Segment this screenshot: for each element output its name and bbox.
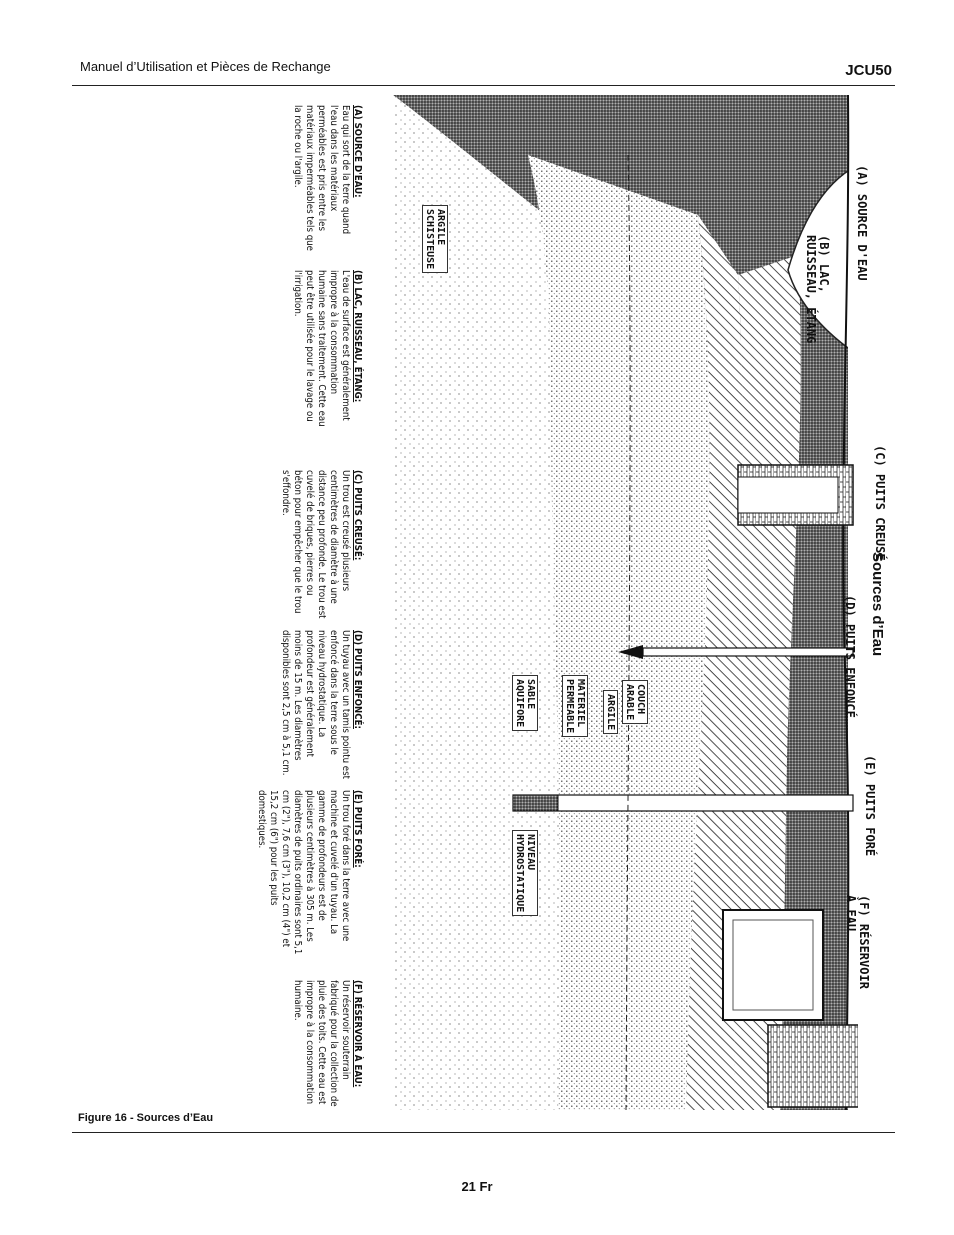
stratum-niveau-hydrostatique: NIVEAU HYDROSTATIQUE: [512, 830, 538, 917]
cross-section-diagram: [393, 95, 858, 1110]
model-number: JCU50: [845, 62, 892, 79]
desc-title: (E) PUITS FORÉ:: [352, 790, 363, 868]
desc-text: Un réservoir souterrain fabriqué pour la…: [292, 980, 351, 1107]
desc-driven-well: (D) PUITS ENFONCÉ: Un tuyau avec un tami…: [279, 630, 363, 780]
desc-drilled-well: (E) PUITS FORÉ: Un trou foré dans la ter…: [255, 790, 363, 955]
desc-text: Un trou foré dans la terre avec une mach…: [256, 790, 351, 955]
desc-title: (C) PUITS CREUSÉ:: [352, 470, 363, 561]
stratum-argile: ARGILE: [603, 690, 618, 735]
stratum-couche-arable: COUCH ARABLE: [622, 680, 648, 725]
desc-text: Un tuyau avec un tamis pointu est enfonc…: [280, 630, 351, 779]
label-drilled-well: (E) PUITS FORÉ: [863, 755, 877, 857]
header-rule: [72, 85, 895, 86]
desc-title: (B) LAC, RUISSEAU, ÉTANG:: [352, 270, 363, 403]
desc-title: (D) PUITS ENFONCÉ:: [352, 630, 363, 729]
manual-title: Manuel d’Utilisation et Pièces de Rechan…: [80, 59, 331, 74]
label-lake: (B) LAC, RUISSEAU, ÉTANG: [804, 235, 831, 344]
desc-text: L'eau de surface est généralement improp…: [292, 270, 351, 427]
desc-lake: (B) LAC, RUISSEAU, ÉTANG: L'eau de surfa…: [291, 270, 363, 430]
label-cistern: (F) RÉSERVOIR À EAU: [844, 895, 871, 989]
desc-text: Eau qui sort de la terre quand l'eau dan…: [292, 105, 351, 251]
section-title: Sources d’Eau: [869, 552, 886, 657]
desc-title: (A) SOURCE D'EAU:: [352, 105, 363, 198]
stratum-materiel-permeable: MATERIEL PERMEABLE: [562, 675, 588, 738]
label-driven-well: (D) PUITS ENFONCÉ: [843, 595, 857, 718]
desc-title: (F) RÉSERVOIR À EAU:: [352, 980, 363, 1088]
desc-dug-well: (C) PUITS CREUSÉ: Un trou est creusé plu…: [279, 470, 363, 620]
stratum-argile-schisteuse: ARGILE SCHISTEUSE: [422, 205, 448, 274]
label-source: (A) SOURCE D'EAU: [855, 165, 869, 281]
desc-cistern: (F) RÉSERVOIR À EAU: Un réservoir souter…: [291, 980, 363, 1108]
desc-text: Un trou est creusé plusieurs centimètres…: [280, 470, 351, 619]
page-number: 21 Fr: [461, 1179, 493, 1194]
label-dug-well: (C) PUITS CREUSÉ: [873, 445, 887, 561]
water-sources-figure: (A) SOURCE D'EAU (B) LAC, RUISSEAU, ÉTAN…: [223, 95, 887, 1110]
footer-rule: [72, 1132, 895, 1133]
desc-source: (A) SOURCE D'EAU: Eau qui sort de la ter…: [291, 105, 363, 255]
figure-caption: Figure 16 - Sources d’Eau: [78, 1112, 214, 1124]
stratum-sable-aquifere: SABLE AQUIFORE: [512, 675, 538, 732]
